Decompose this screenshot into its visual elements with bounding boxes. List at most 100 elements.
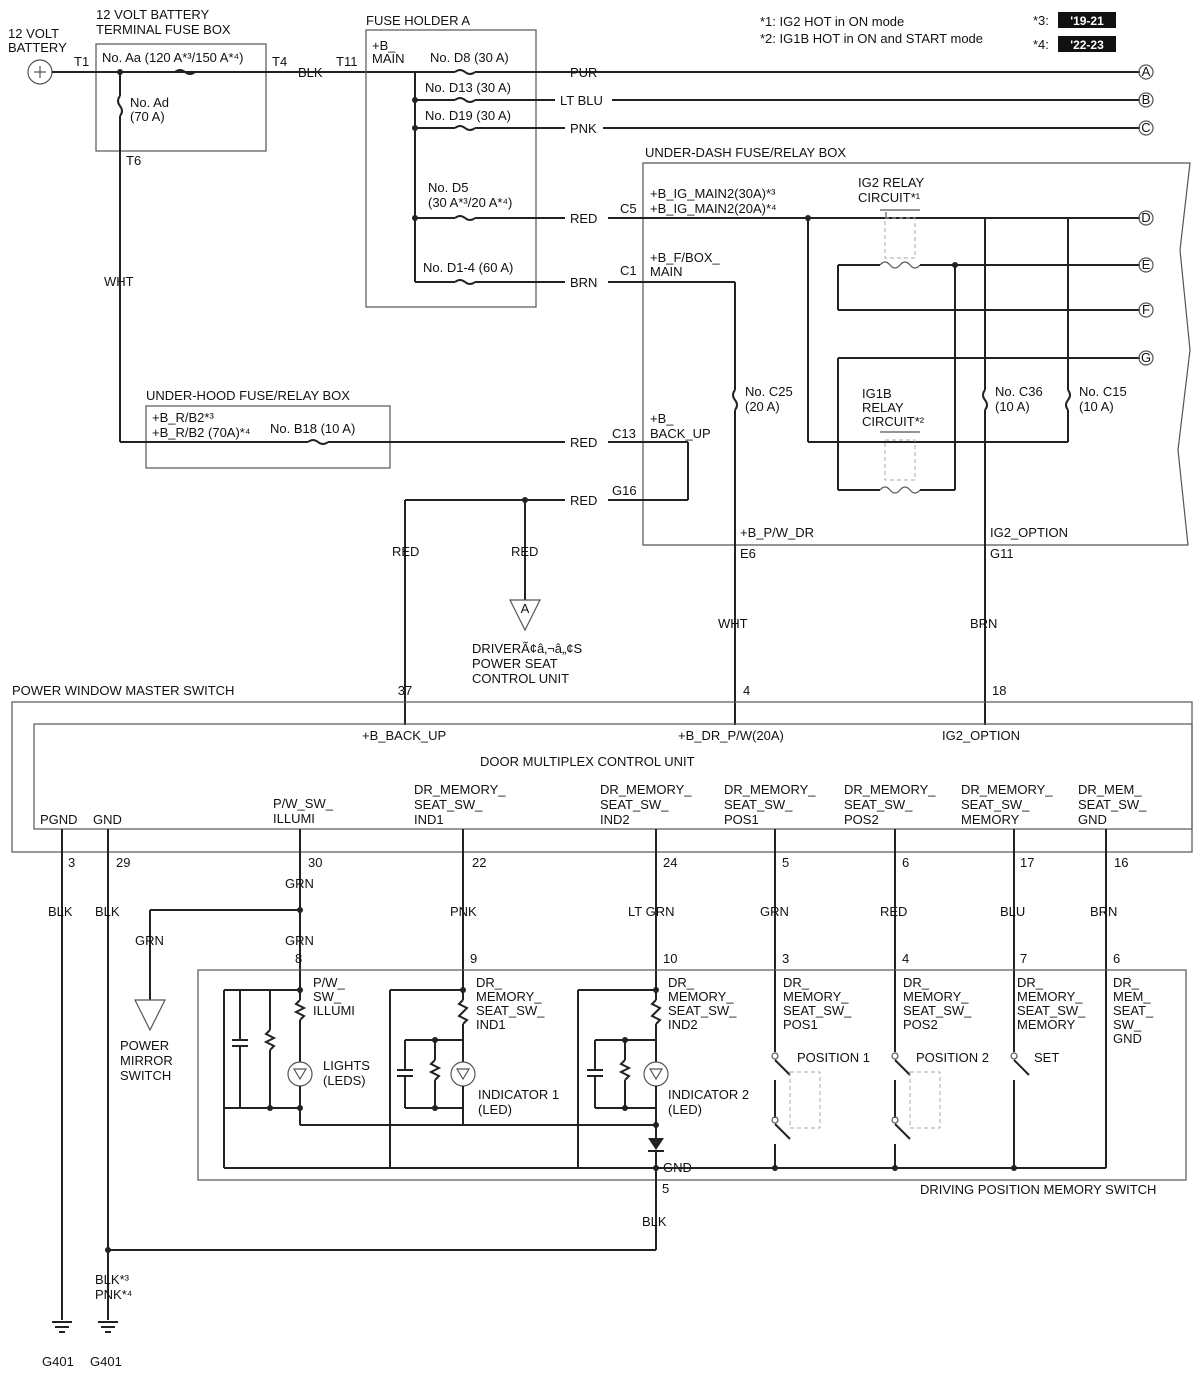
under-dash-box: UNDER-DASH FUSE/RELAY BOX C5 +B_IG_MAIN2… — [612, 145, 1191, 561]
wire-grn-mirror-label: GRN — [135, 933, 164, 948]
svg-text:'22-23: '22-23 — [1070, 38, 1104, 52]
led-icon — [450, 1061, 476, 1087]
under-hood-box: UNDER-HOOD FUSE/RELAY BOX +B_R/B2*³ +B_R… — [145, 388, 391, 469]
indicator1-label-2: (LED) — [478, 1102, 512, 1117]
fuse-c25-symbol — [732, 389, 738, 411]
fuse-d5-label-1: No. D5 — [428, 180, 468, 195]
mem-gnd-label-1: DR_MEM_ — [1078, 782, 1142, 797]
dpms-pin-6: 6 — [1113, 951, 1120, 966]
pos1-label-1: DR_MEMORY_ — [724, 782, 816, 797]
terminal-box-title-1: 12 VOLT BATTERY — [96, 7, 210, 22]
dpms-pin-3: 3 — [782, 951, 789, 966]
power-seat-control-unit: A DRIVERÃ¢â‚¬â„¢S POWER SEAT CONTROL UNI… — [472, 599, 583, 686]
connector-f: F — [1138, 302, 1154, 318]
led-icon — [287, 1061, 313, 1087]
memory-label-1: DR_MEMORY_ — [961, 782, 1053, 797]
ground-points: BLK*³ PNK*⁴ G401 G401 — [42, 1272, 132, 1369]
wire-brn-mid-label: BRN — [970, 616, 997, 631]
seat-unit-label-2: POWER SEAT — [472, 656, 558, 671]
indicator1-label-1: INDICATOR 1 — [478, 1087, 559, 1102]
seat-unit-label-3: CONTROL UNIT — [472, 671, 569, 686]
ig-main-label-1: +B_IG_MAIN2(30A)*³ — [650, 186, 776, 201]
note-ig2: *1: IG2 HOT in ON mode — [760, 14, 904, 29]
ground-wire-label-2: PNK*⁴ — [95, 1287, 132, 1302]
master-switch-bottom-pins: 3 29 30 22 24 5 6 17 16 — [68, 855, 1128, 870]
pin-4: 4 — [743, 683, 750, 698]
wire-grn-8-label: GRN — [285, 933, 314, 948]
pin-17: 17 — [1020, 855, 1034, 870]
resistor-icon — [293, 999, 307, 1021]
ind1-label-2: SEAT_SW_ — [414, 797, 483, 812]
svg-text:F: F — [1142, 302, 1150, 317]
fuse-b18-label: No. B18 (10 A) — [270, 421, 355, 436]
ind2-label-1: DR_MEMORY_ — [600, 782, 692, 797]
dpms-ind2-1: DR_ — [668, 975, 695, 990]
dpms-title: DRIVING POSITION MEMORY SWITCH — [920, 1182, 1156, 1197]
wire-pnk-label: PNK — [450, 904, 477, 919]
terminal-fuse-box: 12 VOLT BATTERY TERMINAL FUSE BOX No. Aa… — [95, 7, 323, 289]
fuse-b18-symbol — [307, 439, 329, 445]
connector-b: B — [1138, 92, 1154, 108]
mirror-label-1: POWER — [120, 1038, 169, 1053]
terminal-e6: E6 — [740, 546, 756, 561]
connector-triangle-icon — [134, 999, 166, 1032]
b-dr-pw-label: +B_DR_P/W(20A) — [678, 728, 784, 743]
pin-30: 30 — [308, 855, 322, 870]
ground-g401-left: G401 — [42, 1354, 74, 1369]
terminal-t1: T1 — [74, 54, 89, 69]
indicator2-label-2: (LED) — [668, 1102, 702, 1117]
dpms-illumi-1: P/W_ — [313, 975, 346, 990]
year-tag-19-21: '19-21 — [1058, 12, 1116, 28]
diode-icon — [648, 1138, 664, 1150]
dpms-pos2-2: MEMORY_ — [903, 989, 969, 1004]
legend-notes: *1: IG2 HOT in ON mode *2: IG1B HOT in O… — [760, 12, 1116, 52]
dpms-ind2-2: MEMORY_ — [668, 989, 734, 1004]
dpms-gnd-5: GND — [1113, 1031, 1142, 1046]
master-switch-title: POWER WINDOW MASTER SWITCH — [12, 683, 234, 698]
position1-label: POSITION 1 — [797, 1050, 870, 1065]
connector-c: C — [1138, 120, 1154, 136]
switch-position2 — [894, 1059, 911, 1076]
pin-29: 29 — [116, 855, 130, 870]
svg-text:B: B — [1142, 92, 1151, 107]
led-icon — [643, 1061, 669, 1087]
pgnd-label: PGND — [40, 812, 78, 827]
dpms-ind1-4: IND1 — [476, 1017, 506, 1032]
fuse-c36-label-2: (10 A) — [995, 399, 1030, 414]
fbox-main-label-2: MAIN — [650, 264, 683, 279]
dpms-ind2-4: IND2 — [668, 1017, 698, 1032]
indicator2-label-1: INDICATOR 2 — [668, 1087, 749, 1102]
wire-grn-30-label: GRN — [285, 876, 314, 891]
wire-grn-pos1-label: GRN — [760, 904, 789, 919]
fuse-d8-label: No. D8 (30 A) — [430, 50, 509, 65]
lights-label-2: (LEDS) — [323, 1073, 366, 1088]
note-3-mark: *3: — [1033, 13, 1049, 28]
ind2-label-2: SEAT_SW_ — [600, 797, 669, 812]
svg-text:E: E — [1142, 257, 1151, 272]
wire-blk-pin5-label: BLK — [642, 1214, 667, 1229]
wire-ltgrn-label: LT GRN — [628, 904, 674, 919]
svg-text:G: G — [1141, 350, 1151, 365]
dpms-mem-1: DR_ — [1017, 975, 1044, 990]
dpms-pin-10: 10 — [663, 951, 677, 966]
ground-wire-label-1: BLK*³ — [95, 1272, 130, 1287]
battery-label-1: 12 VOLT — [8, 26, 59, 41]
ground-g401-right: G401 — [90, 1354, 122, 1369]
dpms-gnd-4: SW_ — [1113, 1017, 1142, 1032]
dpms-illumi-2: SW_ — [313, 989, 342, 1004]
b-backup-label: +B_BACK_UP — [362, 728, 446, 743]
svg-text:A: A — [1142, 64, 1151, 79]
dpms-gnd-1: DR_ — [1113, 975, 1140, 990]
wire-red-g16-label: RED — [570, 493, 597, 508]
dpms-circuitry — [223, 975, 1107, 1250]
ind2-label-3: IND2 — [600, 812, 630, 827]
terminal-c13: C13 — [612, 426, 636, 441]
switch-position1 — [774, 1059, 791, 1076]
fuse-holder-title: FUSE HOLDER A — [366, 13, 470, 28]
fuse-ad-label-1: No. Ad — [130, 95, 169, 110]
dpms-pos1-1: DR_ — [783, 975, 810, 990]
rb2-label-2: +B_R/B2 (70A)*⁴ — [152, 425, 250, 440]
fuse-c15-symbol — [1065, 389, 1071, 411]
power-mirror-switch: POWER MIRROR SWITCH — [120, 999, 173, 1083]
fuse-holder-rows — [415, 69, 1140, 285]
